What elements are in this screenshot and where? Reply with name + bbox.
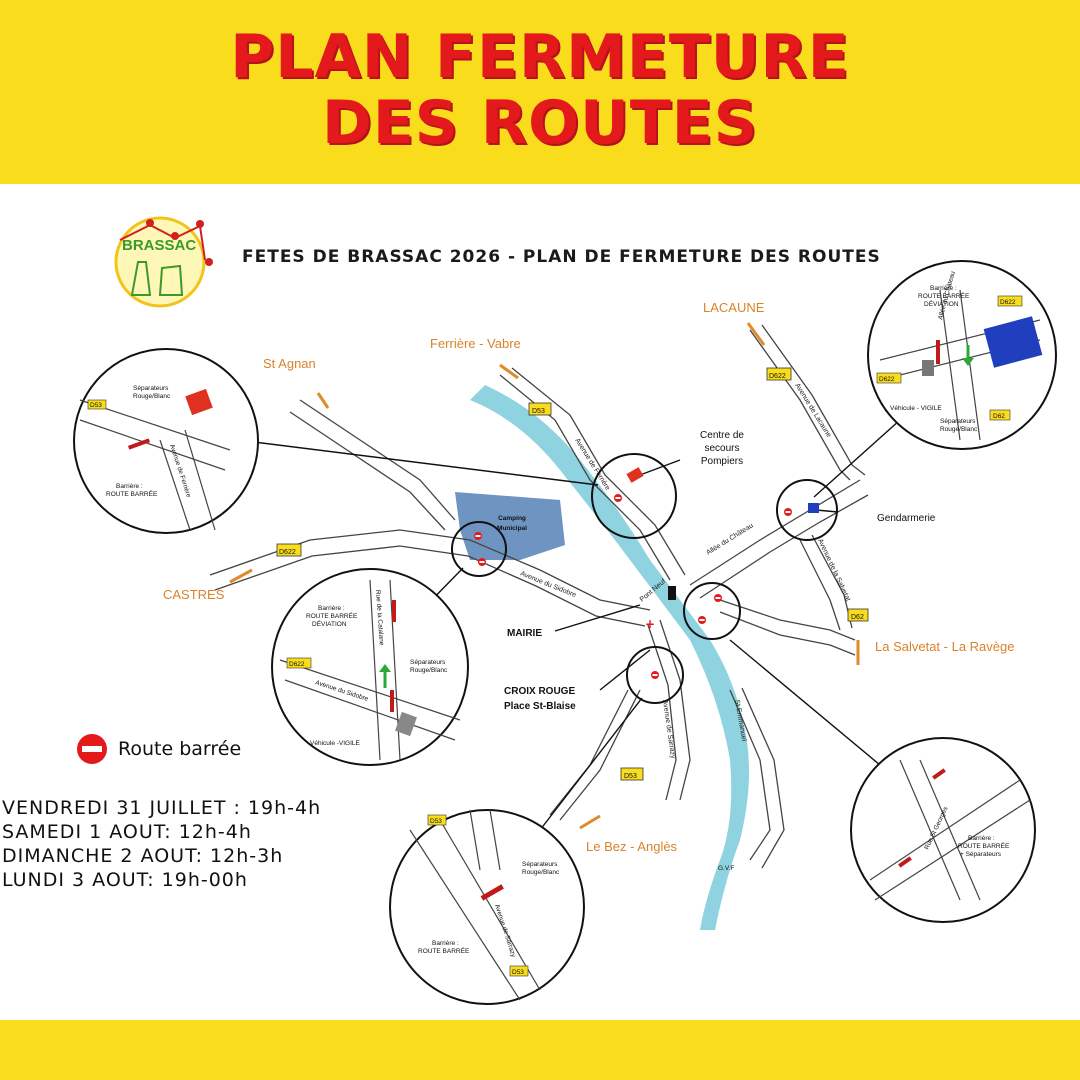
- brassac-logo: BRASSAC: [114, 216, 213, 308]
- inset-avenue-sarrazy: D53 D53 Séparateurs Rouge/Blanc Barrière…: [389, 809, 585, 1005]
- inset3-route-barree: ROUTE BARRÉE: [306, 611, 358, 620]
- tag-d62-east: D62: [851, 614, 864, 621]
- schedule-day-1: VENDREDI 31 JUILLET : 19h-4h: [2, 797, 322, 819]
- inset3-barriere: Barrière :: [318, 605, 345, 612]
- place-lacaune: LACAUNE: [703, 300, 765, 315]
- road-avenue-sarrazy: Avenue de Sarrazy: [661, 699, 676, 759]
- place-le-bez-angles: Le Bez - Anglès: [586, 839, 678, 854]
- inset3-deviation: DÉVIATION: [312, 619, 347, 628]
- arrow-ferriere: [499, 363, 519, 380]
- svg-text:+: +: [645, 617, 655, 631]
- inset3-vehicule-vigile: Véhicule -VIGILE: [310, 740, 361, 747]
- header-banner: PLAN FERMETURE DES ROUTES: [0, 0, 1080, 184]
- legend: Route barrée: [76, 733, 241, 765]
- schedule-day-4: LUNDI 3 AOUT: 19h-00h: [2, 869, 248, 891]
- place-st-agnan: St Agnan: [263, 356, 316, 371]
- small-closure-markers: +: [474, 467, 819, 679]
- inset2-separateurs-1: Séparateurs: [940, 418, 976, 425]
- label-gvf: G.V.F: [718, 865, 734, 872]
- inset-avenue-ferriere: D53 Séparateurs Rouge/Blanc Barrière : R…: [73, 348, 259, 534]
- inset5-barriere: Barrière :: [968, 835, 995, 842]
- place-ferriere-vabre: Ferrière - Vabre: [430, 336, 521, 351]
- inset1-route-barree: ROUTE BARRÉE: [106, 489, 158, 498]
- inset-allee-chateau: D622 D622 D62 Barrière : ROUTE BARRÉE DÉ…: [867, 260, 1057, 450]
- schedule-day-3: DIMANCHE 2 AOUT: 12h-3h: [2, 845, 284, 867]
- camping-label-1: Camping: [498, 515, 526, 522]
- road-avenue-lacaune: Avenue de Lacaune: [793, 382, 832, 439]
- closure-circles: [451, 453, 838, 704]
- arrow-castres: [229, 568, 253, 584]
- logo-text: BRASSAC: [122, 237, 196, 254]
- inset2-separateurs-2: Rouge/Blanc: [940, 426, 978, 433]
- page-title-line-2: DES ROUTES: [322, 88, 758, 158]
- inset1-barriere: Barrière :: [116, 483, 143, 490]
- place-castres: CASTRES: [163, 587, 225, 602]
- label-centre-secours-3: Pompiers: [701, 456, 743, 467]
- map-title: FETES DE BRASSAC 2026 - PLAN DE FERMETUR…: [242, 247, 881, 267]
- label-mairie: MAIRIE: [507, 628, 542, 639]
- inset3-separateurs-1: Séparateurs: [410, 659, 446, 666]
- schedule: VENDREDI 31 JUILLET : 19h-4h SAMEDI 1 AO…: [2, 796, 321, 892]
- inset5-route-barree: ROUTE BARRÉE: [958, 841, 1010, 850]
- page-title-line-1: PLAN FERMETURE: [230, 22, 850, 92]
- schedule-day-2: SAMEDI 1 AOUT: 12h-4h: [2, 821, 252, 843]
- inset4-route-barree: ROUTE BARRÉE: [418, 946, 470, 955]
- label-centre-secours-1: Centre de: [700, 430, 744, 441]
- road-tags: D53 D622 D622 D62 D53: [276, 367, 869, 781]
- arrow-lacaune: [746, 322, 766, 346]
- label-croix-rouge: CROIX ROUGE: [504, 686, 575, 697]
- label-centre-secours-2: secours: [704, 443, 739, 454]
- inset-avenue-salvetat: Barrière : ROUTE BARRÉE + Séparateurs Ru…: [850, 737, 1036, 923]
- tag-d622-west: D622: [279, 549, 296, 556]
- road-allee-chateau: Allée du Château: [705, 522, 754, 556]
- inset3-separateurs-2: Rouge/Blanc: [410, 667, 448, 674]
- road-network: [209, 324, 869, 869]
- inset2-deviation: DÉVIATION: [924, 299, 959, 308]
- camping-label-2: Municipal: [497, 525, 527, 532]
- arrow-st-agnan: [316, 392, 330, 409]
- river: [470, 385, 749, 930]
- label-gendarmerie: Gendarmerie: [877, 513, 936, 524]
- inset3-tag-d622: D622: [289, 661, 305, 668]
- inset3-road-catalane: Rue de la Catalane: [374, 590, 385, 646]
- inset4-tag-d53-a: D53: [430, 818, 442, 825]
- inset2-barriere: Barrière :: [930, 285, 957, 292]
- inset1-separateurs-1: Séparateurs: [133, 385, 169, 392]
- no-entry-icon: [77, 734, 107, 764]
- inset4-tag-d53-b: D53: [512, 969, 524, 976]
- tag-d53-south: D53: [624, 773, 637, 780]
- inset1-separateurs-2: Rouge/Blanc: [133, 393, 171, 400]
- inset2-route-barree: ROUTE BARRÉE: [918, 291, 970, 300]
- inset4-separateurs-2: Rouge/Blanc: [522, 869, 560, 876]
- label-place-st-blaise: Place St-Blaise: [504, 701, 576, 712]
- place-la-salvetat: La Salvetat - La Ravège: [875, 639, 1014, 654]
- inset5-plus-separateurs: + Séparateurs: [960, 851, 1002, 858]
- leader-lines: [237, 419, 901, 831]
- road-avenue-salvetat: Avenue de la Salvetat: [816, 538, 851, 603]
- inset2-vehicule-vigile: Véhicule - VIGILE: [890, 405, 942, 412]
- inset-avenue-sidobre: D622 Barrière : ROUTE BARRÉE DÉVIATION S…: [271, 568, 469, 766]
- inset2-tag-d62: D62: [993, 413, 1005, 420]
- inset4-barriere: Barrière :: [432, 940, 459, 947]
- camping-area: [455, 492, 565, 560]
- inset1-tag-d53: D53: [90, 402, 102, 409]
- footer-band: [0, 1020, 1080, 1080]
- legend-label: Route barrée: [118, 738, 242, 760]
- arrow-le-bez: [579, 814, 601, 830]
- tag-d622-north: D622: [769, 373, 786, 380]
- tag-d53-north: D53: [532, 408, 545, 415]
- inset4-separateurs-1: Séparateurs: [522, 861, 558, 868]
- inset2-tag-d622-b: D622: [879, 376, 895, 383]
- inset2-tag-d622-a: D622: [1000, 299, 1016, 306]
